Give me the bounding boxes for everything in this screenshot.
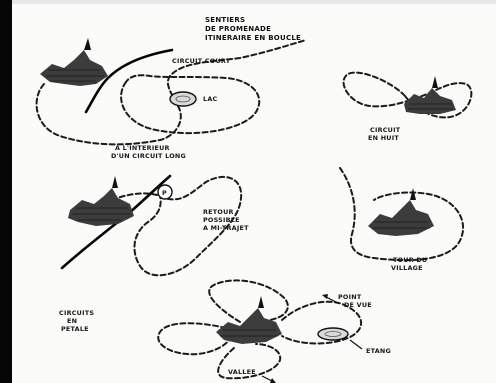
interior-label-line-2: D'UN CIRCUIT LONG: [111, 152, 186, 160]
petal-label-line-1: CIRCUITS: [59, 309, 94, 317]
village-icon-2: [404, 76, 456, 114]
figure-eight-label-line-2: EN HUIT: [368, 134, 399, 142]
panel-retour: P RETOUR POSSIBLE A MI-TRAJET: [62, 176, 249, 275]
village-icon: [40, 38, 108, 86]
panel-circuit-en-huit: CIRCUIT EN HUIT: [344, 73, 472, 142]
pond-label: ETANG: [366, 347, 391, 355]
village-tour-label-line-2: VILLAGE: [391, 264, 423, 272]
diagram-title: SENTIERS DE PROMENADE ITINERAIRE EN BOUC…: [205, 16, 301, 42]
title-line-1: SENTIERS: [205, 16, 245, 24]
petal-label-line-3: PETALE: [61, 325, 89, 333]
village-icon-4: [368, 188, 434, 236]
panel-circuits-en-petale: CIRCUITS EN PETALE POINT DE VUE ETANG VA…: [59, 280, 391, 383]
panel-tour-du-village: TOUR DU VILLAGE: [340, 168, 463, 272]
figure-eight-label-line-1: CIRCUIT: [370, 126, 401, 134]
lake-icon: [170, 92, 196, 106]
parking-symbol: P: [162, 189, 167, 197]
petal-label-line-2: EN: [67, 317, 77, 325]
village-icon-3: [68, 176, 134, 226]
return-label-line-2: POSSIBLE: [203, 216, 240, 224]
village-tour-label-line-1: TOUR DU: [393, 256, 427, 264]
circuit-court-label: CIRCUIT COURT: [172, 57, 231, 65]
petal-path-left: [158, 323, 232, 354]
return-label-line-1: RETOUR: [203, 208, 234, 216]
return-label-line-3: A MI-TRAJET: [203, 224, 249, 232]
title-line-2: DE PROMENADE: [205, 25, 271, 33]
pond-icon: [318, 328, 348, 340]
title-line-3: ITINERAIRE EN BOUCLE: [205, 34, 301, 42]
petal-path-top: [209, 280, 288, 322]
pond-pointer: [350, 340, 362, 349]
valley-label: VALLEE: [228, 368, 256, 376]
viewpoint-label-line-2: DE VUE: [344, 301, 372, 309]
long-circuit-path: [37, 40, 306, 144]
parking-icon: P: [158, 185, 172, 199]
viewpoint-label-line-1: POINT: [338, 293, 362, 301]
interior-label-line-1: A L'INTERIEUR: [115, 144, 170, 152]
panel-circuit-court: CIRCUIT COURT LAC A L'INTERIEUR D'UN CIR…: [37, 38, 306, 160]
valley-pointer: [262, 376, 276, 383]
lake-label: LAC: [203, 95, 218, 103]
